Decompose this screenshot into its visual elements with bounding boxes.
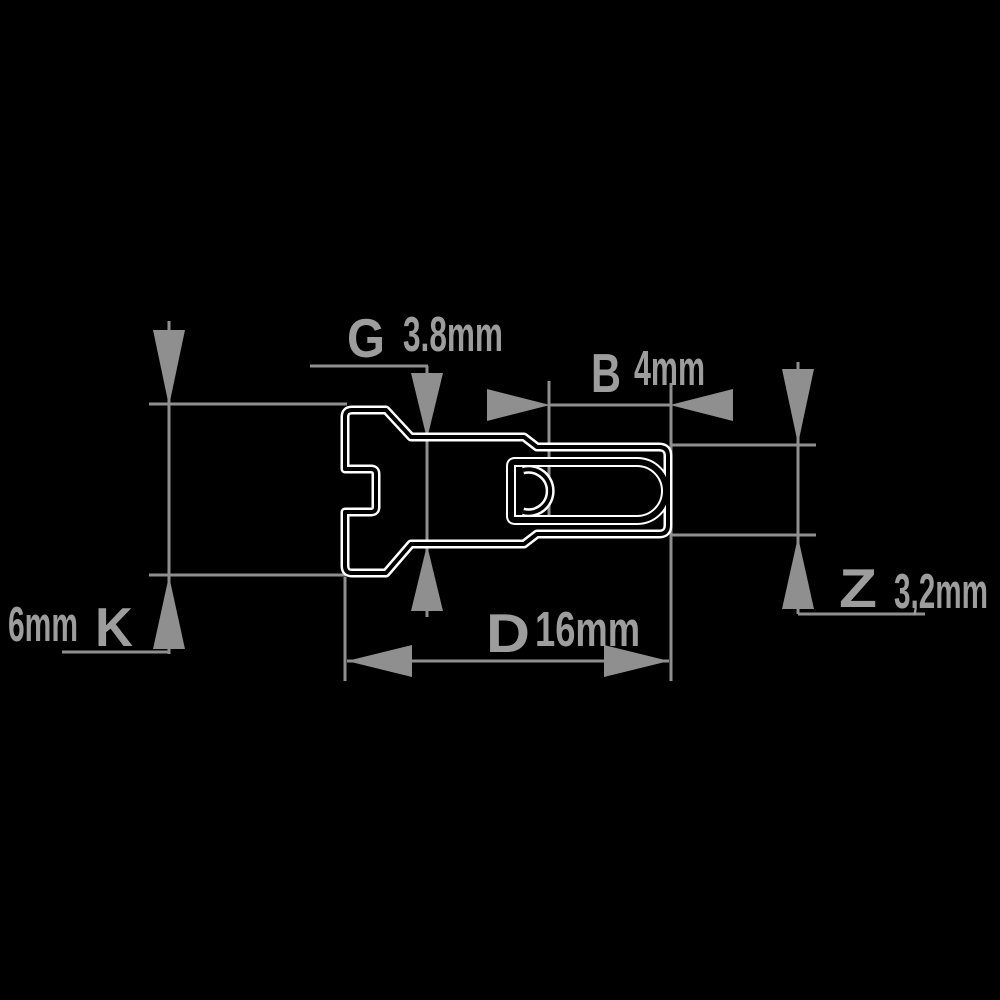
dimension-g bbox=[310, 364, 443, 617]
label-g-value: 3.8mm bbox=[403, 308, 503, 362]
label-k-letter: K bbox=[95, 596, 133, 658]
dim-b-arrow-left bbox=[670, 389, 733, 421]
bore-chamfer-arc bbox=[522, 467, 553, 515]
dimension-labels: 6mm K G 3.8mm B 4mm D 16mm Z 3,2mm bbox=[8, 307, 988, 664]
label-z-value: 3,2mm bbox=[894, 565, 988, 619]
dim-b-arrow-right bbox=[487, 389, 550, 421]
dim-k-arrow-up bbox=[153, 576, 185, 649]
label-b-value: 4mm bbox=[634, 342, 705, 396]
dimension-k bbox=[62, 321, 347, 654]
dimension-z bbox=[670, 362, 925, 616]
dim-g-arrow-down bbox=[411, 373, 443, 439]
dim-z-arrow-up bbox=[782, 537, 814, 609]
dim-k-arrow-down bbox=[153, 330, 185, 406]
label-b-letter: B bbox=[591, 342, 621, 404]
dim-d-arrow-left bbox=[347, 645, 412, 677]
dim-z-arrow-down bbox=[782, 369, 814, 444]
screw-body-outline bbox=[343, 408, 670, 575]
screw-outline bbox=[340, 405, 673, 578]
label-k-value: 6mm bbox=[8, 598, 78, 652]
dimension-b bbox=[487, 381, 733, 518]
dim-g-arrow-up bbox=[411, 545, 443, 611]
label-d-letter: D bbox=[486, 602, 530, 664]
dim-d-arrow-right bbox=[604, 645, 669, 677]
label-z-letter: Z bbox=[839, 557, 877, 619]
bore-outline bbox=[508, 459, 669, 523]
label-g-letter: G bbox=[347, 307, 385, 369]
label-d-value: 16mm bbox=[535, 603, 640, 657]
